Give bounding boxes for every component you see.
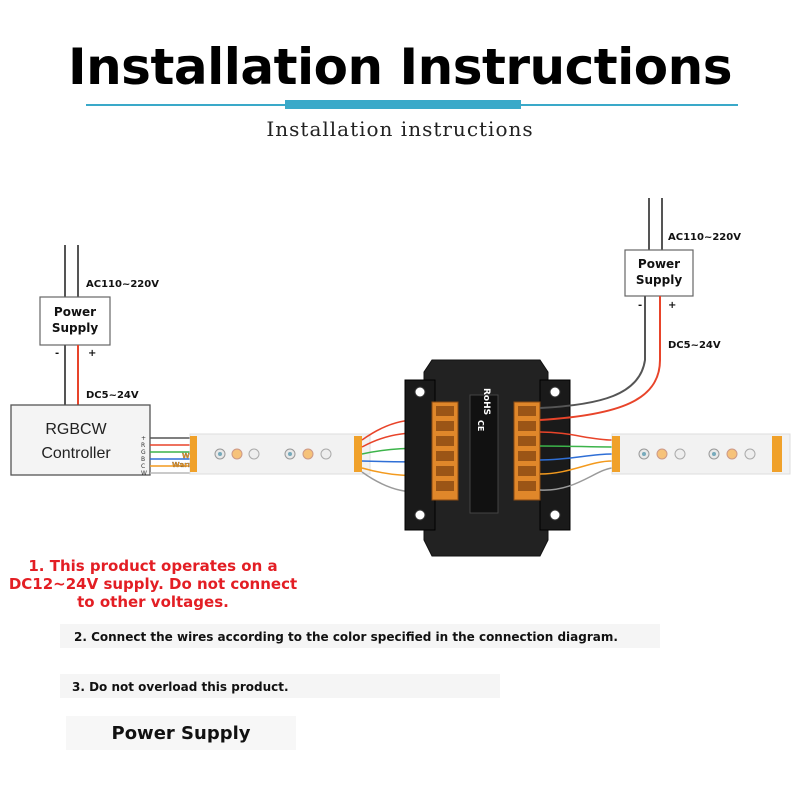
page-subtitle: Installation instructions	[266, 117, 534, 141]
right-dc-wire-2	[539, 296, 661, 421]
left-ac-label: AC110~220V	[86, 279, 159, 290]
title-underline-accent	[285, 100, 521, 109]
controller-label-2: Controller	[41, 445, 111, 462]
right-minus-label: -	[638, 300, 642, 311]
amp-output-terminal	[513, 401, 541, 501]
right-plus-label: +	[668, 300, 676, 311]
left-plus-label: +	[88, 348, 96, 359]
pin-b: B	[141, 456, 145, 463]
pin-g: G	[141, 449, 146, 456]
amp-input-terminal	[431, 401, 459, 501]
note3-background	[60, 674, 500, 698]
controller-label-1: RGBCW	[45, 421, 107, 438]
amp-out-wire-w	[539, 467, 613, 491]
page-title: Installation Instructions	[67, 38, 733, 96]
note-voltage-warning: 1. This product operates on a DC12~24V s…	[8, 557, 298, 611]
left-power-label-2: Supply	[52, 321, 98, 335]
left-minus-label: -	[55, 348, 59, 359]
note2-background	[60, 624, 660, 648]
left-strip-connector	[190, 436, 362, 472]
right-power-label-2: Supply	[636, 273, 682, 287]
left-dc-label: DC5~24V	[86, 390, 139, 401]
pin-plus: +	[141, 435, 146, 442]
amp-rohs-label: RoHS	[481, 388, 491, 415]
right-strip-connector	[612, 436, 782, 472]
amp-out-wire-b	[539, 453, 613, 461]
pin-w: W	[141, 470, 147, 477]
right-ac-label: AC110~220V	[668, 232, 741, 243]
power-supply-heading: Power Supply	[66, 716, 296, 750]
amp-out-wire-c	[539, 460, 613, 475]
note-overload: 3. Do not overload this product.	[72, 680, 289, 694]
left-power-supply-box	[39, 296, 111, 346]
pin-r: R	[141, 442, 145, 449]
amp-out-wire-r	[539, 431, 613, 441]
rgbcw-controller	[10, 404, 151, 476]
right-dc-label: DC5~24V	[668, 340, 721, 351]
note-wiring-colors: 2. Connect the wires according to the co…	[74, 630, 618, 644]
right-power-label-1: Power	[638, 257, 680, 271]
rgbcw-amplifier: RoHS CE	[404, 359, 571, 557]
amp-ce-label: CE	[476, 420, 485, 431]
left-power-label-1: Power	[54, 305, 96, 319]
left-strip-leds	[214, 448, 332, 460]
pin-c: C	[141, 463, 145, 470]
amp-out-wire-g	[539, 445, 613, 448]
right-power-supply-box	[624, 249, 694, 297]
right-strip-leds	[638, 448, 756, 460]
right-dc-wire-1	[539, 296, 646, 409]
